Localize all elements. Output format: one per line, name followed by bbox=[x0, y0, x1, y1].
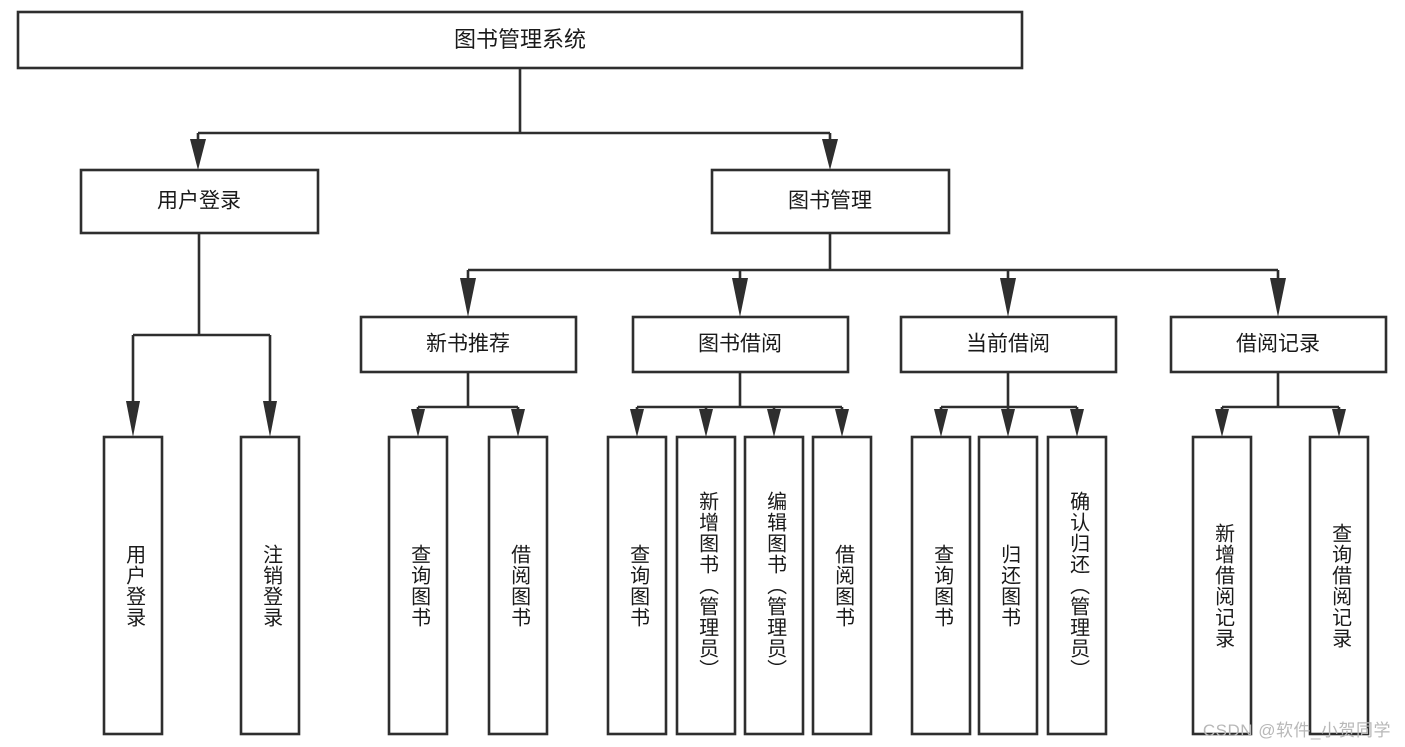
connector-current-borrow-to-leaves bbox=[934, 372, 1084, 437]
leaf-box-new-book-1[interactable] bbox=[487, 435, 549, 736]
node-user-login-label: 用户登录 bbox=[157, 190, 241, 213]
leaf-box-current-borrow-1[interactable] bbox=[977, 435, 1039, 736]
connector-book-borrow-to-leaves bbox=[630, 372, 849, 437]
node-new-book-recommend-label: 新书推荐 bbox=[426, 333, 510, 356]
node-root-label: 图书管理系统 bbox=[454, 27, 586, 52]
leaf-box-user-login-1[interactable] bbox=[239, 435, 301, 736]
leaf-box-book-borrow-0[interactable] bbox=[606, 435, 668, 736]
node-current-borrow[interactable]: 当前借阅 bbox=[899, 315, 1118, 374]
connector-new-book-to-leaves bbox=[411, 372, 525, 437]
leaf-box-current-borrow-2[interactable] bbox=[1046, 435, 1108, 736]
node-borrow-record-label: 借阅记录 bbox=[1236, 333, 1320, 356]
leaf-box-borrow-record-0[interactable] bbox=[1191, 435, 1253, 736]
node-book-borrow-label: 图书借阅 bbox=[698, 333, 782, 356]
watermark-text: CSDN @软件_小贺同学 bbox=[1202, 721, 1391, 740]
node-user-login[interactable]: 用户登录 bbox=[79, 168, 320, 235]
node-root[interactable]: 图书管理系统 bbox=[16, 10, 1024, 70]
connector-user-login-to-leaves bbox=[126, 233, 277, 437]
leaf-box-book-borrow-2[interactable] bbox=[743, 435, 805, 736]
node-book-management[interactable]: 图书管理 bbox=[710, 168, 951, 235]
leaf-box-current-borrow-0[interactable] bbox=[910, 435, 972, 736]
leaf-box-user-login-0[interactable] bbox=[102, 435, 164, 736]
node-current-borrow-label: 当前借阅 bbox=[966, 333, 1050, 356]
connector-borrow-record-to-leaves bbox=[1215, 372, 1346, 437]
leaf-box-book-borrow-3[interactable] bbox=[811, 435, 873, 736]
connector-root-to-level2 bbox=[190, 68, 838, 170]
leaf-box-book-borrow-1[interactable] bbox=[675, 435, 737, 736]
node-book-management-label: 图书管理 bbox=[788, 190, 872, 213]
node-borrow-record[interactable]: 借阅记录 bbox=[1169, 315, 1388, 374]
node-book-borrow[interactable]: 图书借阅 bbox=[631, 315, 850, 374]
leaf-box-borrow-record-1[interactable] bbox=[1308, 435, 1370, 736]
node-new-book-recommend[interactable]: 新书推荐 bbox=[359, 315, 578, 374]
leaf-box-new-book-0[interactable] bbox=[387, 435, 449, 736]
connector-book-mgmt-to-level3 bbox=[460, 233, 1286, 317]
